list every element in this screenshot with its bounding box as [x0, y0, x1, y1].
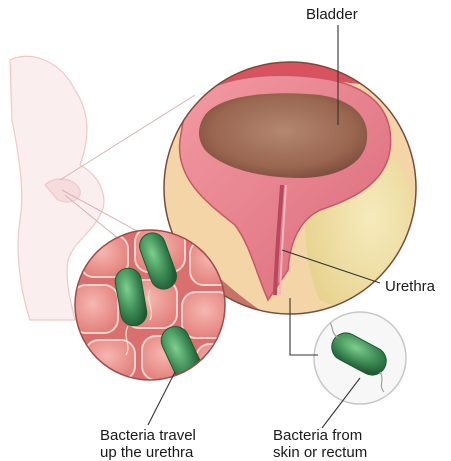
label-urethra: Urethra	[385, 278, 435, 295]
label-bacteria-travel-line2: up the urethra	[100, 444, 196, 461]
label-bacteria-travel-line1: Bacteria travel	[100, 427, 196, 444]
label-bladder: Bladder	[306, 6, 358, 23]
label-bacteria-skin-line2: skin or rectum	[273, 444, 367, 461]
label-bacteria-travel: Bacteria travel up the urethra	[100, 427, 196, 461]
label-bacteria-skin: Bacteria from skin or rectum	[273, 427, 367, 461]
label-bacteria-skin-line1: Bacteria from	[273, 427, 367, 444]
single-bacterium-closeup	[314, 312, 406, 404]
